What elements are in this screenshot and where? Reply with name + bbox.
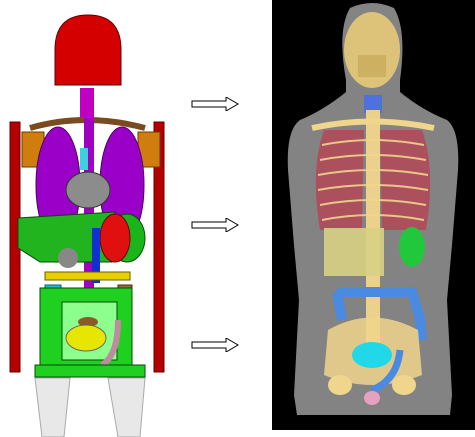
arrow-right-icon	[190, 338, 240, 352]
liver	[324, 228, 384, 276]
esophagus	[80, 148, 88, 170]
heart	[66, 172, 110, 208]
neck	[80, 88, 94, 118]
face-details	[358, 55, 386, 77]
spleen	[58, 248, 78, 268]
mathematical-phantom	[0, 0, 180, 437]
head	[55, 15, 121, 85]
kidney	[100, 214, 130, 262]
bladder	[66, 325, 106, 351]
hip-band	[35, 365, 145, 377]
voxel-phantom	[272, 0, 475, 430]
prostate	[364, 391, 380, 405]
pelvis-bar	[45, 272, 130, 280]
stomach	[399, 227, 425, 267]
arrow-right-icon	[190, 97, 240, 111]
bladder	[352, 342, 392, 368]
arrow-right-icon	[190, 218, 240, 232]
leg-right	[108, 378, 145, 437]
femur-left	[328, 375, 352, 395]
leg-left	[35, 378, 70, 437]
femur-right	[392, 375, 416, 395]
